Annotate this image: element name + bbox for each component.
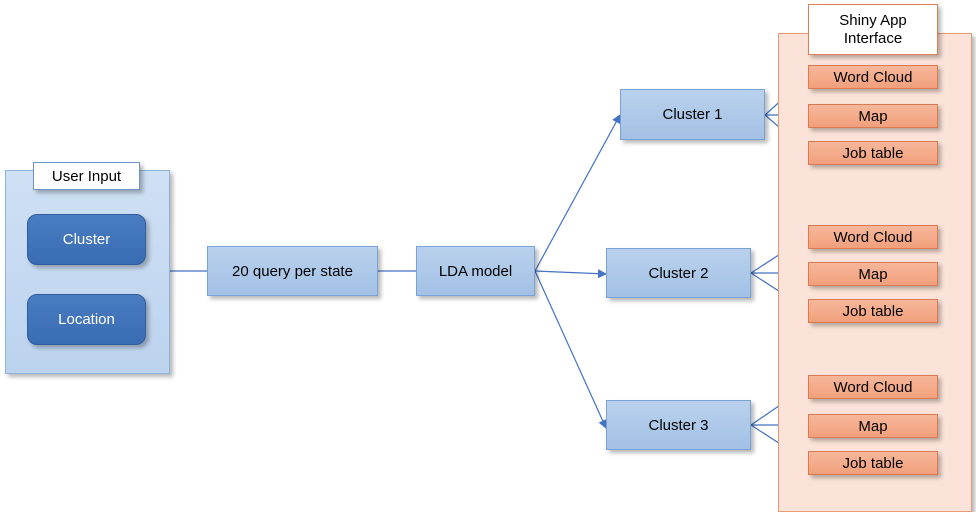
arrow-lda-to-cluster3 [534, 270, 607, 429]
arrow-lda-to-cluster2 [534, 269, 607, 279]
cluster-1-node: Cluster 1 [620, 89, 765, 140]
cluster-3-node: Cluster 3 [606, 400, 751, 450]
cluster-2-word-cloud[interactable]: Word Cloud [808, 225, 938, 249]
user-input-title: User Input [33, 162, 140, 190]
shiny-app-title: Shiny App Interface [808, 4, 938, 55]
arrow-lda-to-cluster1 [534, 114, 621, 272]
location-button[interactable]: Location [27, 294, 146, 345]
cluster-3-map[interactable]: Map [808, 414, 938, 438]
cluster-1-word-cloud[interactable]: Word Cloud [808, 65, 938, 89]
cluster-1-map[interactable]: Map [808, 104, 938, 128]
cluster-2-node: Cluster 2 [606, 248, 751, 298]
cluster-2-map[interactable]: Map [808, 262, 938, 286]
cluster-2-job-table[interactable]: Job table [808, 299, 938, 323]
cluster-3-word-cloud[interactable]: Word Cloud [808, 375, 938, 399]
cluster-button[interactable]: Cluster [27, 214, 146, 265]
query-node: 20 query per state [207, 246, 378, 296]
cluster-3-job-table[interactable]: Job table [808, 451, 938, 475]
lda-model-node: LDA model [416, 246, 535, 296]
cluster-1-job-table[interactable]: Job table [808, 141, 938, 165]
